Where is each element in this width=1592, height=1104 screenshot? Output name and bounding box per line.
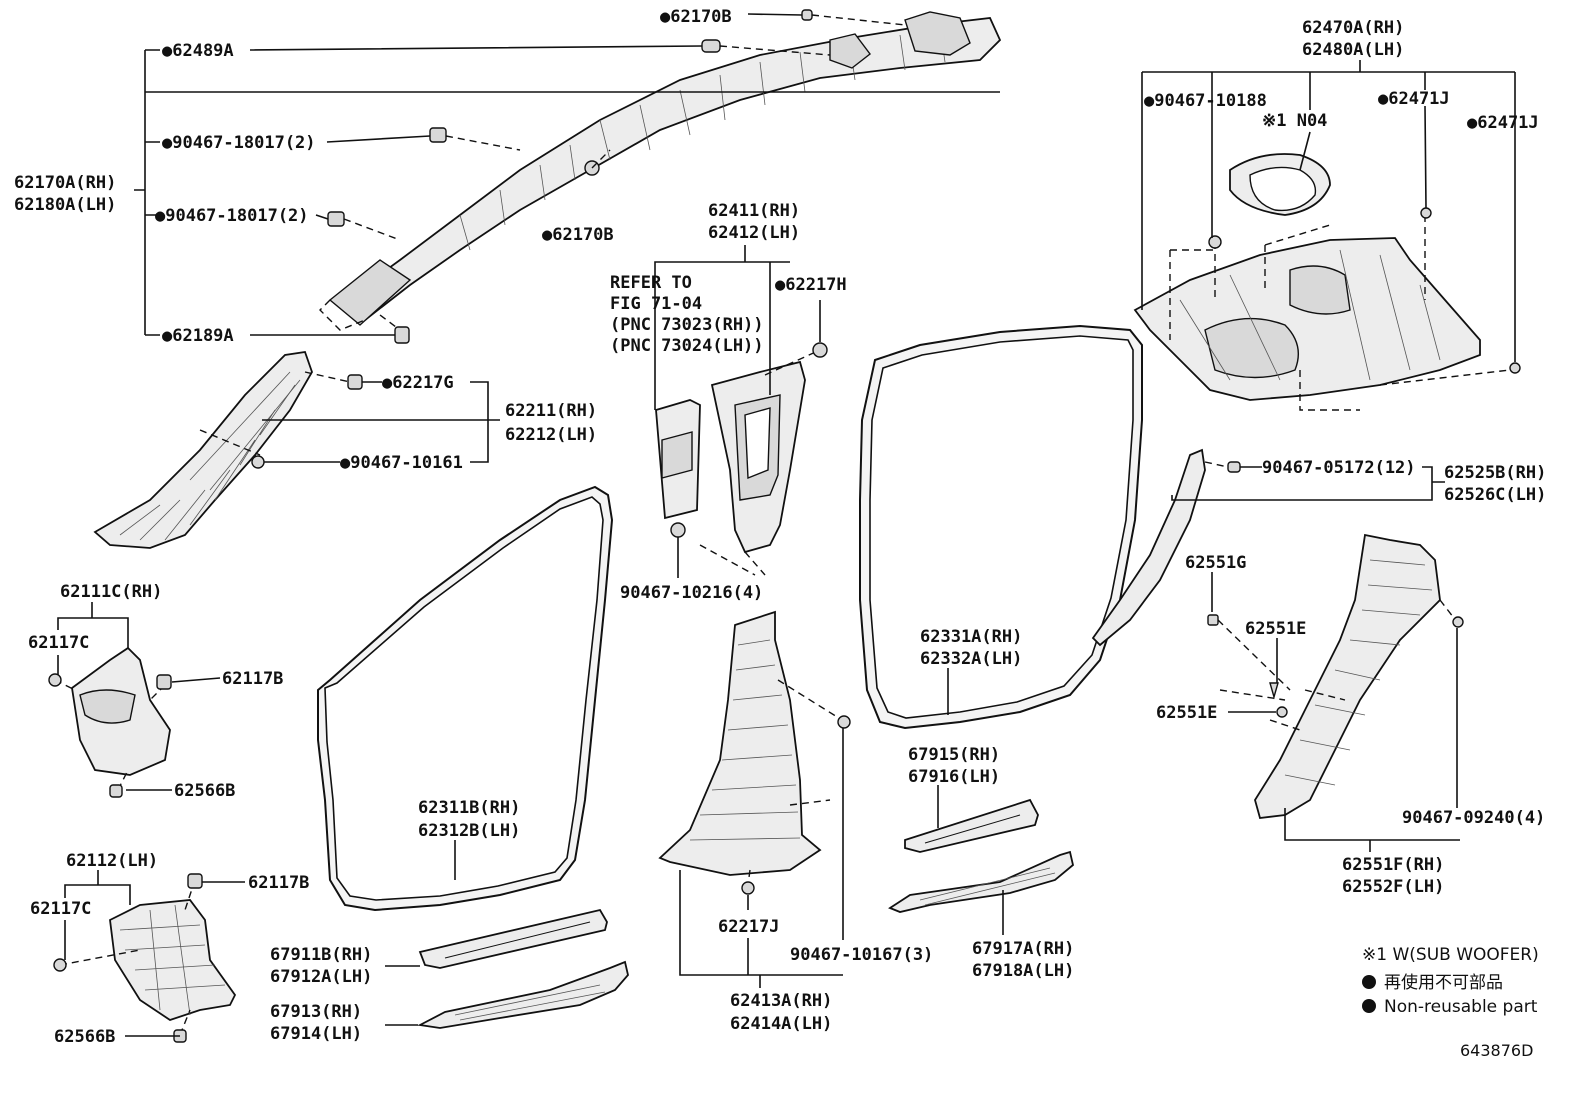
legend: ※1 W(SUB WOOFER) 再使用不可部品 Non-reusable pa…: [1362, 945, 1539, 1060]
label-90467-05172: 90467-05172(12): [1262, 458, 1416, 478]
label-62212: 62212(LH): [505, 425, 597, 445]
label-62411: 62411(RH): [708, 201, 800, 221]
seat-belt-adjuster: [655, 399, 701, 520]
label-62480A: 62480A(LH): [1302, 40, 1404, 60]
non-reusable-dot-icon-en: [1362, 999, 1376, 1013]
quarter-pillar-garnish: [1207, 533, 1464, 819]
label-fig-71-04: FIG 71-04: [610, 294, 702, 314]
label-N04: ※1 N04: [1262, 111, 1327, 131]
label-67911B: 67911B(RH): [270, 945, 372, 965]
label-90467-18017-a: ●90467-18017(2): [162, 133, 316, 153]
legend-note: ※1 W(SUB WOOFER): [1362, 945, 1539, 965]
legend-en: Non-reusable part: [1384, 997, 1538, 1017]
label-refer-to: REFER TO: [610, 273, 692, 293]
label-67914: 67914(LH): [270, 1024, 362, 1044]
label-62566B-b: 62566B: [54, 1027, 115, 1047]
cowl-side-trim-rh: [48, 646, 172, 798]
callouts: ●62170B ●62489A ●90467-18017(2) 62170A(R…: [14, 7, 1546, 1047]
label-62551G: 62551G: [1185, 553, 1246, 573]
label-67915: 67915(RH): [908, 745, 1000, 765]
label-62311B: 62311B(RH): [418, 798, 520, 818]
label-62471J-b: ●62471J: [1467, 113, 1539, 133]
center-pillar-lower-garnish: [658, 610, 851, 895]
label-62551E-a: 62551E: [1245, 619, 1306, 639]
label-62470A: 62470A(RH): [1302, 18, 1404, 38]
label-62217H: ●62217H: [775, 275, 847, 295]
label-62170B-top: ●62170B: [660, 7, 732, 27]
label-62189A: ●62189A: [162, 326, 234, 346]
label-90467-10188: ●90467-10188: [1144, 91, 1267, 111]
roof-side-inner-garnish: [1133, 153, 1521, 411]
label-67918A: 67918A(LH): [972, 961, 1074, 981]
label-62551E-b: 62551E: [1156, 703, 1217, 723]
front-scuff-plate-lower: [417, 960, 629, 1029]
label-62471J-a: ●62471J: [1378, 89, 1450, 109]
rear-pillar-weatherstrip: [1091, 448, 1241, 647]
label-62332A: 62332A(LH): [920, 649, 1022, 669]
label-62117B-a: 62117B: [222, 669, 283, 689]
label-62217J: 62217J: [718, 917, 779, 937]
rear-scuff-plate-lower: [888, 850, 1075, 913]
label-62552F: 62552F(LH): [1342, 877, 1444, 897]
label-62112: 62112(LH): [66, 851, 158, 871]
label-62180A-lh: 62180A(LH): [14, 195, 116, 215]
leader-lines: [57, 13, 1516, 1037]
label-62117C-b: 62117C: [30, 899, 91, 919]
rail-clips: [327, 9, 906, 344]
label-67912A: 67912A(LH): [270, 967, 372, 987]
label-62414A: 62414A(LH): [730, 1014, 832, 1034]
label-62566B-a: 62566B: [174, 781, 235, 801]
label-90467-10216: 90467-10216(4): [620, 583, 763, 603]
label-90467-18017-b: ●90467-18017(2): [155, 206, 309, 226]
label-pnc-73024: (PNC 73024(LH)): [610, 336, 764, 356]
label-62211: 62211(RH): [505, 401, 597, 421]
label-90467-09240: 90467-09240(4): [1402, 808, 1545, 828]
figure-code: 643876D: [1460, 1041, 1533, 1060]
front-pillar-garnish: [93, 350, 363, 549]
label-62412: 62412(LH): [708, 223, 800, 243]
cowl-side-trim-lh: [53, 873, 237, 1043]
label-67913: 67913(RH): [270, 1002, 362, 1022]
label-67917A: 67917A(RH): [972, 939, 1074, 959]
label-62117C-a: 62117C: [28, 633, 89, 653]
center-pillar-upper-garnish: [670, 342, 828, 576]
front-door-weatherstrip: [317, 485, 614, 912]
label-62312B: 62312B(LH): [418, 821, 520, 841]
label-62525B: 62525B(RH): [1444, 463, 1546, 483]
curtain-airbag-rail: [319, 11, 1002, 331]
rear-door-weatherstrip: [859, 324, 1143, 730]
legend-jp: 再使用不可部品: [1384, 972, 1503, 993]
label-62526C: 62526C(LH): [1444, 485, 1546, 505]
label-pnc-73023: (PNC 73023(RH)): [610, 315, 764, 335]
label-62111C: 62111C(RH): [60, 582, 162, 602]
label-62170A-rh: 62170A(RH): [14, 173, 116, 193]
label-62413A: 62413A(RH): [730, 991, 832, 1011]
front-scuff-plate-upper: [418, 908, 608, 969]
label-62117B-b: 62117B: [248, 873, 309, 893]
label-62217G: ●62217G: [382, 373, 454, 393]
label-90467-10167: 90467-10167(3): [790, 945, 933, 965]
label-90467-10161: ●90467-10161: [340, 453, 463, 473]
non-reusable-dot-icon: [1362, 975, 1376, 989]
label-67916: 67916(LH): [908, 767, 1000, 787]
label-62331A: 62331A(RH): [920, 627, 1022, 647]
label-62551F: 62551F(RH): [1342, 855, 1444, 875]
label-62489A: ●62489A: [162, 41, 234, 61]
rear-scuff-plate-upper: [904, 798, 1039, 853]
label-62170B-mid: ●62170B: [542, 225, 614, 245]
